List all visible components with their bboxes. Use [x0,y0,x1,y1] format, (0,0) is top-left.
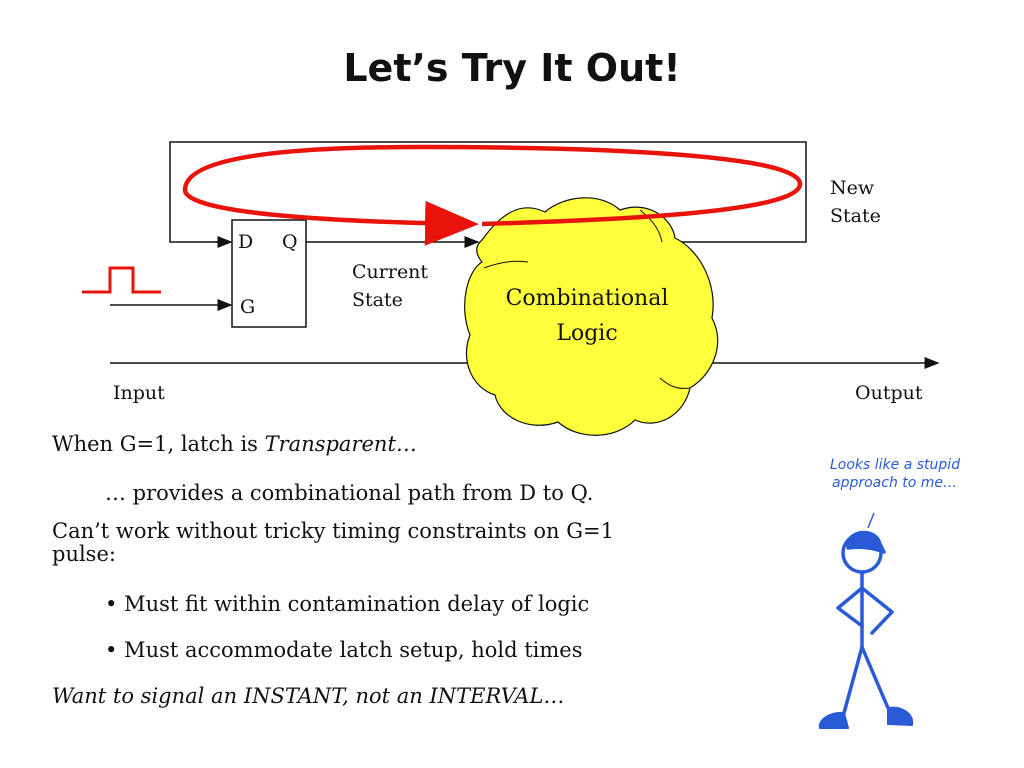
input-label: Input [113,382,165,404]
current-state-label-line2: State [352,289,403,311]
latch-g-label: G [240,296,255,318]
combinational-logic-cloud [464,197,719,436]
new-state-label-line1: New [830,177,875,199]
current-state-label-line1: Current [352,261,428,283]
latch-box [231,219,307,328]
text-line-combinational-path: … provides a combinational path from D t… [105,481,594,505]
speech-line [867,512,875,529]
output-label: Output [855,382,923,404]
text-line-constraints: Can’t work without tricky timing constra… [52,519,614,543]
combinational-label-line1: Combinational [506,286,669,311]
text-line-pulse: pulse: [52,542,116,566]
line1-prefix: When G=1, latch is [52,432,265,456]
comic-caption-line1: Looks like a stupid [830,457,961,473]
stick-figure-illustration [818,530,914,729]
latch-d-label: D [238,231,253,253]
line4-italic: Want to signal an INSTANT, not an INTERV… [52,684,565,708]
bullet-contamination: • Must fit within contamination delay of… [105,592,590,616]
text-line-transparent: When G=1, latch is Transparent… [52,432,417,456]
latch-q-label: Q [282,231,298,253]
text-line-instant: Want to signal an INSTANT, not an INTERV… [52,684,564,708]
slide-title: Let’s Try It Out! [343,46,681,90]
line1-italic: Transparent… [264,432,417,456]
g-pulse-waveform [82,266,161,294]
bullet-setup-hold: • Must accommodate latch setup, hold tim… [105,638,583,662]
comic-caption-line2: approach to me… [832,475,958,491]
combinational-label-line2: Logic [556,321,617,346]
new-state-label-line2: State [830,205,881,227]
feedback-loop-annotation [182,144,803,246]
feedback-wire [169,141,807,243]
